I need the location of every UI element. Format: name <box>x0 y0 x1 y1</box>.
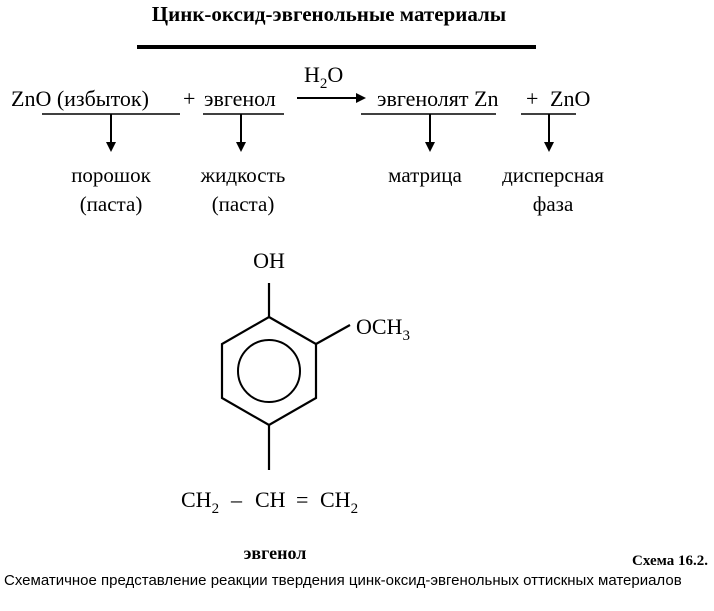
role-zno-product-line1: дисперсная <box>502 163 604 187</box>
role-eugenolate: матрица <box>388 163 462 187</box>
label-och3: OCH3 <box>356 314 410 344</box>
role-zno-product-line2: фаза <box>533 192 574 216</box>
reactant-eugenol: эвгенол <box>204 86 276 111</box>
plus-sign-1: + <box>183 86 195 111</box>
title-underline <box>137 45 536 49</box>
product-zno: ZnO <box>550 86 590 111</box>
label-ch2-a: CH2 <box>181 487 219 517</box>
reaction-equation: ZnO (избыток) + эвгенол эвгенолят Zn + Z… <box>11 62 590 111</box>
aromatic-circle <box>237 339 301 403</box>
reactant-zno: ZnO (избыток) <box>11 86 149 111</box>
figure-caption: Схематичное представление реакции тверде… <box>4 572 682 589</box>
catalyst-water: H2O <box>304 62 343 92</box>
role-zno-line2: (паста) <box>80 192 143 216</box>
role-labels: порошок (паста) жидкость (паста) матрица… <box>71 163 604 216</box>
label-ch2-b: CH2 <box>320 487 358 517</box>
label-equals: = <box>296 487 308 512</box>
benzene-ring <box>220 315 318 427</box>
plus-sign-2: + <box>526 86 538 111</box>
role-eugenol-line1: жидкость <box>200 163 286 187</box>
diagram-title: Цинк-оксид-эвгенольные материалы <box>152 2 506 26</box>
label-ch: CH <box>255 487 286 512</box>
role-eugenol-line2: (паста) <box>212 192 275 216</box>
label-dash: – <box>230 487 243 512</box>
eugenol-structure: OH OCH3 CH2 – CH = CH2 эвгенол <box>181 248 410 563</box>
bond-och3 <box>315 324 351 345</box>
label-oh: OH <box>253 248 285 273</box>
eugenol-name: эвгенол <box>244 543 307 563</box>
scheme-number: Схема 16.2. <box>632 553 708 569</box>
product-zinc-eugenolate: эвгенолят Zn <box>377 86 498 111</box>
role-zno-line1: порошок <box>71 163 151 187</box>
